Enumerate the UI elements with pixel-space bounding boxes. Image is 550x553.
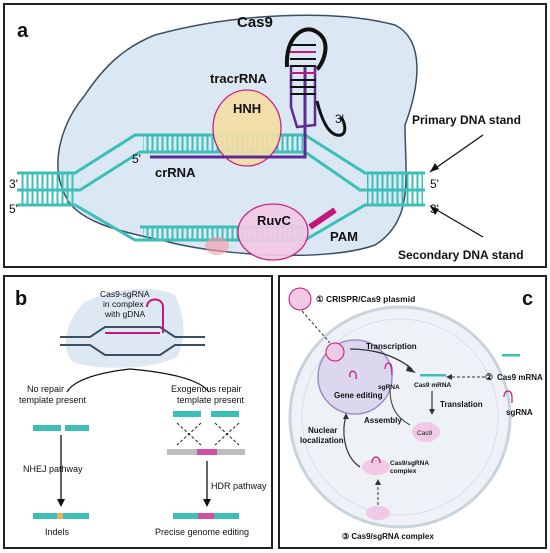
step2-mrna-icon: [502, 354, 520, 357]
right-5prime: 5': [430, 177, 439, 191]
complex-dna: [60, 298, 205, 356]
left-5prime: 5': [9, 202, 18, 216]
precise-label: Precise genome editing: [155, 527, 249, 537]
step2-sgrna-label: sgRNA: [506, 408, 533, 417]
sgrna-icon: [384, 362, 393, 375]
precise-dna: [173, 513, 239, 519]
exo-repair-line-2: template present: [177, 395, 245, 405]
translation-label: Translation: [440, 400, 483, 409]
broken-dna-left: [33, 425, 89, 431]
nuclear-arrow: [343, 416, 361, 468]
panel-label-b: b: [15, 288, 27, 310]
panel-a-diagram: a Cas9 tracrRNA HNH RuvC crRNA PAM 5' 3'…: [9, 14, 524, 262]
nuclear-line-1: Nuclear: [308, 426, 337, 435]
step2-sgrna-icon: [503, 390, 513, 403]
step2-mrna-label: Cas9 mRNA: [497, 373, 543, 382]
cut-site-glow: [205, 237, 229, 255]
gene-editing-icon: [349, 370, 357, 380]
panel-b: Cas9-sgRNA in complex with gDNA No repai…: [3, 275, 273, 549]
sgrna-inner-label: sgRNA: [378, 384, 400, 391]
panel-label-a: a: [17, 20, 29, 42]
arrow-right-branch: [129, 368, 210, 393]
ruvc-label: RuvC: [257, 213, 292, 228]
crrna-5prime: 5': [132, 152, 141, 166]
step1-label: ① CRISPR/Cas9 plasmid: [316, 294, 415, 304]
crrna-label: crRNA: [155, 165, 196, 180]
tracrrna-3prime: 3': [335, 112, 344, 126]
step3-label: ③ Cas9/sgRNA complex: [342, 532, 434, 541]
cas9-protein-icon: [412, 422, 440, 442]
hnh-domain: [212, 89, 282, 167]
exo-repair-line-1: Exogenous repair: [171, 384, 242, 394]
indels-label: Indels: [45, 527, 70, 537]
complex-line-2: complex: [390, 468, 417, 475]
cas9-protein-label: Cas9: [417, 430, 433, 437]
complex-line-2: in complex: [103, 299, 144, 309]
panel-b-diagram: Cas9-sgRNA in complex with gDNA No repai…: [15, 288, 267, 537]
panel-a: a Cas9 tracrRNA HNH RuvC crRNA PAM 5' 3'…: [3, 3, 547, 268]
hdr-label: HDR pathway: [211, 481, 267, 491]
guide-rna: [150, 27, 347, 159]
complex-line-1: Cas9-sgRNA: [100, 289, 150, 299]
tracrrna-label: tracrRNA: [210, 71, 268, 86]
secondary-strand-label: Secondary DNA stand: [398, 248, 524, 262]
nuclear-line-2: localization: [300, 436, 344, 445]
arrow-secondary: [429, 205, 484, 238]
assembly-arrow: [389, 388, 411, 426]
ruvc-domain: [237, 203, 309, 261]
hnh-label: HNH: [233, 101, 261, 116]
gene-editing-label: Gene editing: [334, 391, 383, 400]
plasmid-outside: [288, 287, 312, 311]
panel-c-diagram: ① CRISPR/Cas9 plasmid Transcription Gene…: [288, 287, 543, 541]
pam-site: [308, 207, 337, 230]
dna-rungs-left: [19, 173, 75, 205]
plasmid-inside: [325, 342, 345, 362]
cas9-label: Cas9: [237, 14, 273, 31]
right-3prime: 3': [430, 202, 439, 216]
complex-icon: [362, 459, 390, 475]
step2-number: ②: [485, 372, 493, 382]
transcription-label: Transcription: [366, 342, 417, 351]
pam-label: PAM: [330, 229, 358, 244]
no-repair-line-2: template present: [19, 395, 87, 405]
assembly-label: Assembly: [364, 416, 402, 425]
complex-line-1: Cas9/sgRNA: [390, 460, 429, 467]
panel-c: ① CRISPR/Cas9 plasmid Transcription Gene…: [278, 275, 547, 549]
cas9-mrna-inner-label: Cas9 mRNA: [414, 382, 452, 389]
nhej-label: NHEJ pathway: [23, 464, 83, 474]
arrow-primary: [429, 134, 484, 173]
complex-line-3: with gDNA: [104, 309, 145, 319]
panel-label-c: c: [522, 288, 533, 310]
step3-complex-icon: [366, 506, 390, 520]
left-3prime: 3': [9, 177, 18, 191]
dna-rungs-right: [367, 173, 423, 205]
arrow-left-branch: [66, 368, 131, 393]
mrna-icon: [420, 374, 446, 377]
no-repair-line-1: No repair: [27, 384, 64, 394]
indels-dna: [33, 513, 89, 519]
primary-strand-label: Primary DNA stand: [412, 113, 521, 127]
repair-template: [167, 411, 245, 455]
